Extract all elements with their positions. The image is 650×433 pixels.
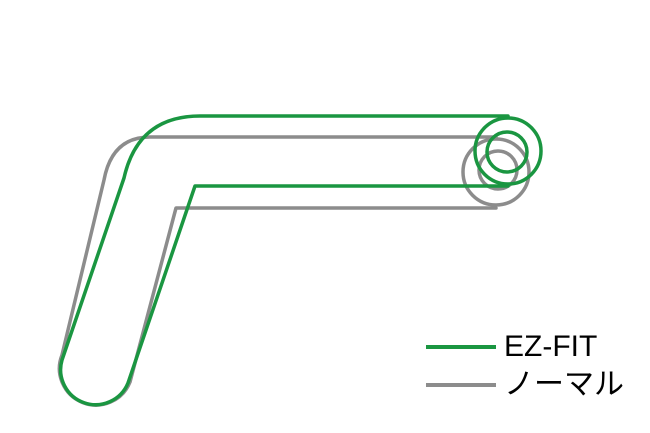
normal-grip-end-outer [461, 137, 531, 207]
ez-fit-grip-body [58, 114, 510, 407]
legend-label-ez-fit: EZ-FIT [504, 330, 598, 363]
ez-fit-grip-end-inner [485, 130, 529, 174]
ez-fit-swatch [426, 345, 496, 349]
legend-item-ez-fit: EZ-FIT [426, 328, 646, 366]
normal-swatch [426, 383, 496, 387]
legend: EZ-FIT ノーマル [426, 328, 646, 404]
legend-label-normal: ノーマル [504, 368, 624, 401]
ez-fit-grip-end-outer [473, 116, 543, 186]
ez-fit-grip-outline [58, 114, 543, 407]
legend-item-normal: ノーマル [426, 366, 646, 404]
